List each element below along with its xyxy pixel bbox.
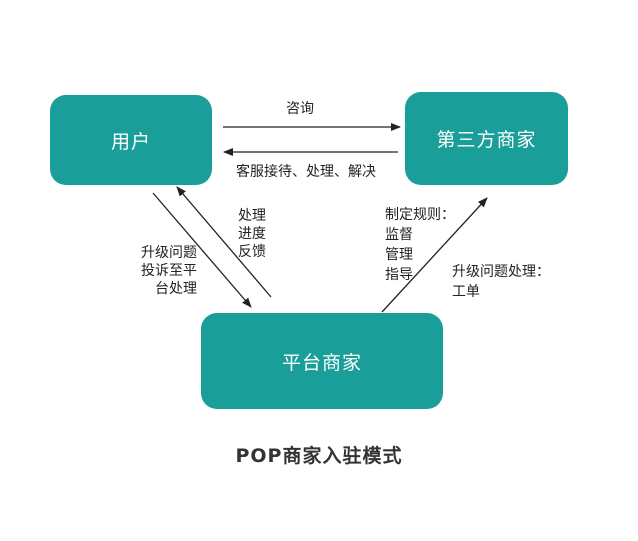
edge-label-ticket: 升级问题处理： 工单: [452, 262, 550, 302]
rules-line: 指导: [385, 267, 413, 283]
diagram-title: POP商家入驻模式: [235, 445, 403, 467]
upgrade-line: 投诉至平: [141, 263, 197, 279]
edge-label-rules: 制定规则： 监督 管理 指导: [385, 205, 455, 285]
edge-label-progress: 处理 进度 反馈: [238, 207, 266, 261]
arrow-rules: [381, 197, 488, 313]
edge-label-service: 客服接待、处理、解决: [236, 164, 376, 180]
rules-line: 监督: [385, 227, 413, 243]
ticket-line: 工单: [452, 284, 480, 300]
user-node: 用户: [50, 95, 212, 185]
upgrade-line: 升级问题: [141, 245, 197, 261]
rules-line: 制定规则：: [385, 207, 455, 223]
platform-merchant-node: 平台商家: [201, 313, 443, 409]
user-node-label: 用户: [110, 130, 151, 153]
progress-line: 处理: [238, 208, 266, 224]
progress-line: 进度: [238, 226, 266, 242]
third-party-merchant-node: 第三方商家: [405, 92, 568, 185]
upgrade-line: 台处理: [155, 281, 197, 297]
edge-label-upgrade: 升级问题 投诉至平 台处理: [141, 244, 197, 298]
progress-line: 反馈: [238, 244, 266, 260]
ticket-line: 升级问题处理：: [452, 264, 550, 280]
edge-label-consult: 咨询: [286, 101, 314, 117]
third-party-node-label: 第三方商家: [436, 129, 537, 151]
arrow-upgrade: [152, 192, 252, 308]
rules-line: 管理: [385, 247, 413, 263]
platform-node-label: 平台商家: [281, 351, 362, 374]
arrow-progress: [176, 186, 272, 298]
